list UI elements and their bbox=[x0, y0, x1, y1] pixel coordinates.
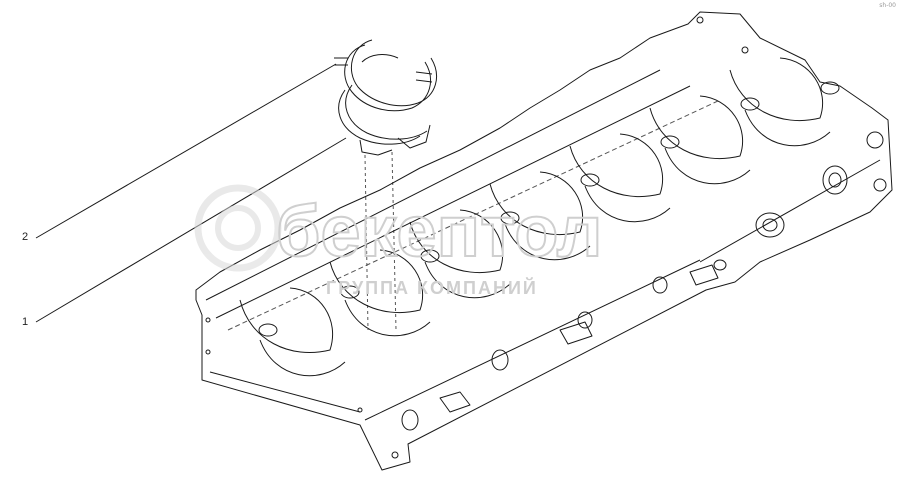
callout-2: 2 bbox=[22, 231, 29, 243]
projection-lines bbox=[364, 151, 397, 331]
leader-line-2 bbox=[35, 63, 337, 239]
watermark-text: бекептол ГРУППА КОМПАНИЙ bbox=[275, 191, 603, 298]
cylinder-block bbox=[195, 11, 893, 471]
thrust-washer-lower bbox=[338, 84, 431, 156]
watermark-tagline: ГРУППА КОМПАНИЙ bbox=[326, 277, 538, 298]
thrust-washer-upper bbox=[334, 39, 437, 112]
watermark-logo bbox=[194, 184, 282, 272]
leader-line-1 bbox=[35, 137, 347, 323]
watermark-brand: бекептол bbox=[276, 192, 602, 272]
callout-1: 1 bbox=[22, 316, 29, 328]
corner-code: sh-00 bbox=[879, 2, 896, 9]
